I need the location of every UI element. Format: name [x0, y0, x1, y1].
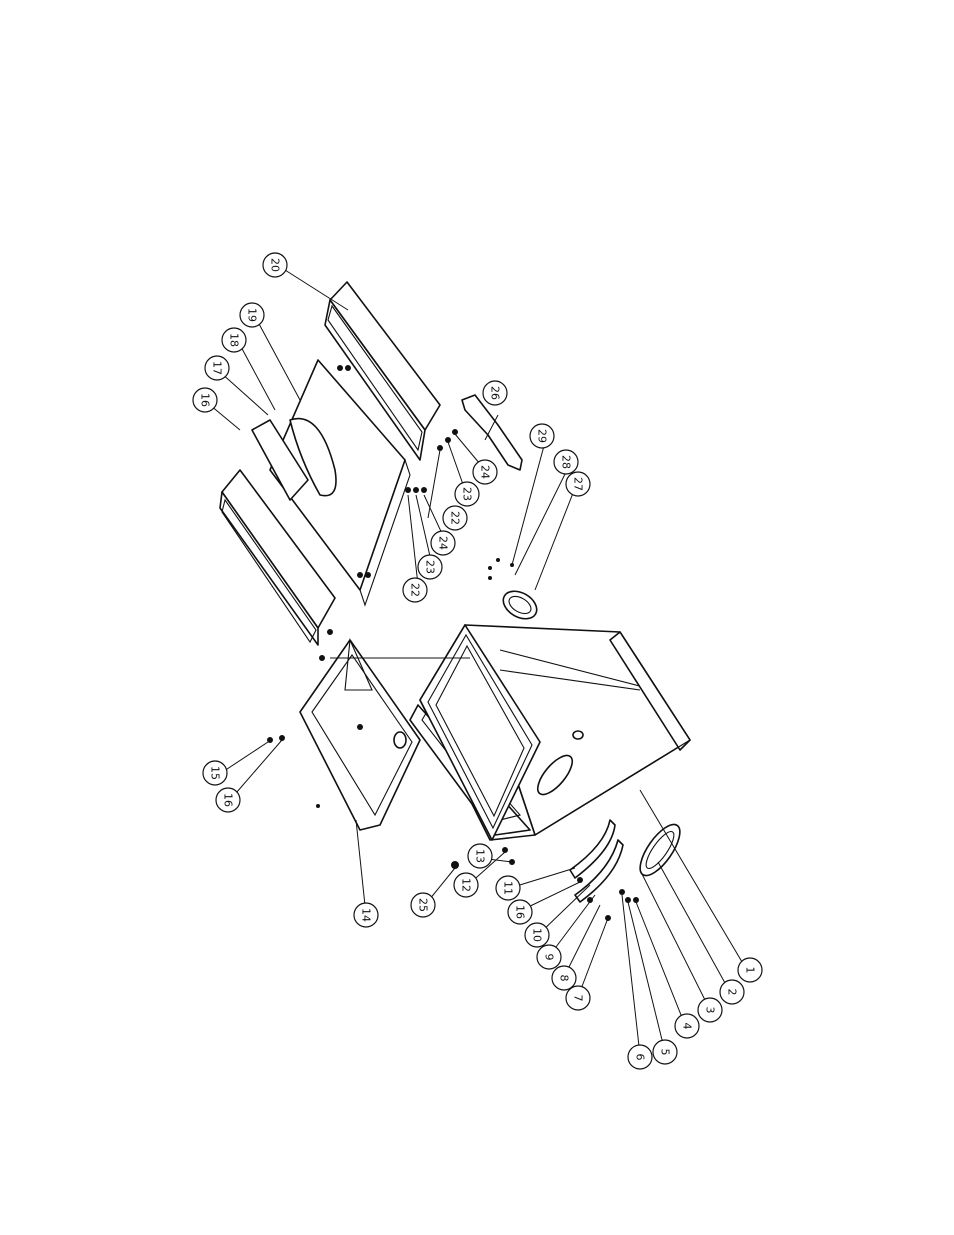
callout-29: 29: [529, 423, 555, 449]
handle-bar: [461, 394, 523, 471]
callout-1: 1: [737, 957, 763, 983]
callout-16b: 16: [507, 899, 533, 925]
svg-text:22: 22: [409, 583, 422, 597]
callout-26: 26: [482, 380, 508, 406]
svg-text:28: 28: [560, 455, 573, 469]
callout-2: 2: [719, 979, 745, 1005]
callout-22b: 22: [442, 505, 468, 531]
callout-24b: 24: [472, 459, 498, 485]
callout-8: 8: [551, 965, 577, 991]
callout-6: 6: [627, 1044, 653, 1070]
svg-text:5: 5: [659, 1049, 672, 1056]
callout-3: 3: [697, 997, 723, 1023]
svg-text:26: 26: [489, 386, 502, 400]
callout-23a: 23: [417, 554, 443, 580]
callout-27: 27: [565, 471, 591, 497]
tilt-scale: [569, 819, 624, 903]
blade-guard: [299, 637, 421, 831]
callout-4: 4: [674, 1013, 700, 1039]
svg-text:20: 20: [269, 258, 282, 272]
callout-19: 18: [221, 327, 247, 353]
callout-15: 15: [202, 760, 228, 786]
callout-17: 16: [192, 387, 218, 413]
callout-18: 17: [204, 355, 230, 381]
callout-13: 13: [467, 843, 493, 869]
svg-text:18: 18: [228, 333, 241, 347]
table-wing-right: [324, 281, 441, 461]
callouts: 20 19 18 17 16 26 29 28 27 24 23 22 24 2…: [192, 252, 763, 1070]
svg-text:19: 19: [246, 308, 259, 322]
svg-text:4: 4: [681, 1023, 694, 1030]
callout-25: 25: [410, 892, 436, 918]
callout-16a: 16: [215, 787, 241, 813]
svg-text:29: 29: [536, 429, 549, 443]
svg-text:16: 16: [199, 393, 212, 407]
callout-10: 10: [524, 922, 550, 948]
callout-5: 5: [652, 1039, 678, 1065]
svg-text:27: 27: [572, 477, 585, 491]
callout-23b: 23: [454, 481, 480, 507]
callout-7: 7: [565, 985, 591, 1011]
svg-text:24: 24: [437, 536, 450, 550]
dust-port: [502, 590, 538, 620]
svg-text:10: 10: [531, 928, 544, 942]
table-wing-left: [219, 469, 336, 646]
svg-text:7: 7: [572, 995, 585, 1002]
svg-text:25: 25: [417, 898, 430, 912]
callout-21: 20: [262, 252, 288, 278]
svg-text:22: 22: [449, 511, 462, 525]
svg-text:12: 12: [460, 878, 473, 892]
callout-22a: 22: [402, 577, 428, 603]
svg-text:24: 24: [479, 465, 492, 479]
callout-20: 19: [239, 302, 265, 328]
svg-text:2: 2: [726, 989, 739, 996]
callout-24a: 24: [430, 530, 456, 556]
svg-text:16: 16: [222, 793, 235, 807]
callout-14: 14: [353, 902, 379, 928]
callout-12: 12: [453, 872, 479, 898]
svg-text:14: 14: [360, 908, 373, 922]
svg-text:3: 3: [704, 1007, 717, 1014]
svg-text:11: 11: [502, 881, 515, 895]
table-main: [251, 359, 411, 607]
svg-text:23: 23: [424, 560, 437, 574]
svg-text:6: 6: [634, 1054, 647, 1061]
svg-text:16: 16: [514, 905, 527, 919]
svg-text:1: 1: [744, 967, 757, 974]
callout-9: 9: [536, 944, 562, 970]
svg-text:13: 13: [474, 849, 487, 863]
callout-11: 11: [495, 875, 521, 901]
svg-text:15: 15: [209, 766, 222, 780]
svg-text:17: 17: [211, 361, 224, 375]
callout-28: 28: [553, 449, 579, 475]
svg-text:8: 8: [558, 975, 571, 982]
cabinet-top-rim: [419, 624, 541, 841]
svg-text:9: 9: [543, 954, 556, 961]
hardware-fasteners: [267, 365, 639, 921]
svg-text:23: 23: [461, 487, 474, 501]
